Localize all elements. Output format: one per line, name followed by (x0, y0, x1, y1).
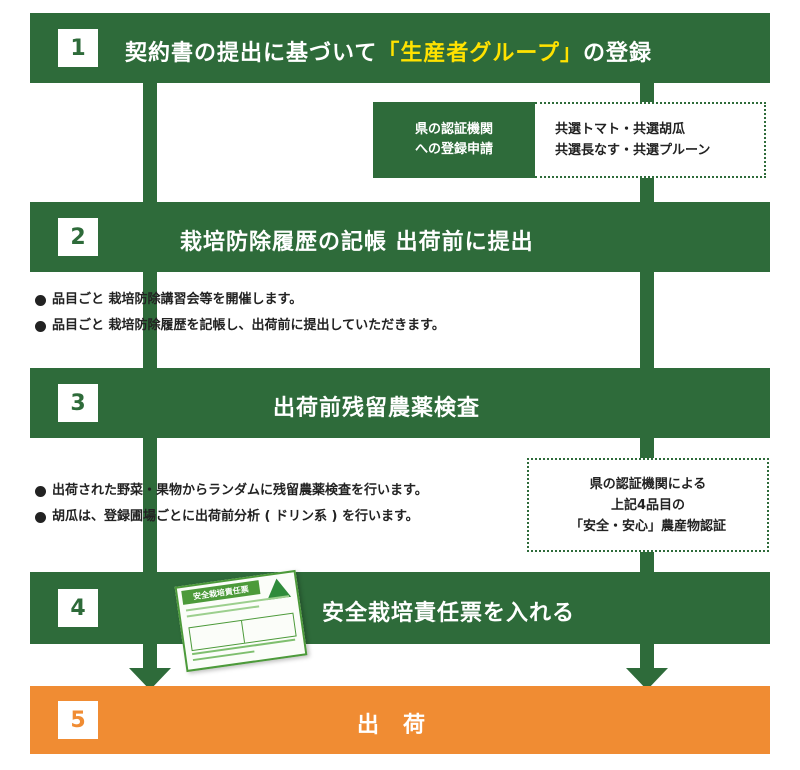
registration-box: 県の認証機関 への登録申請 共選トマト・共選胡瓜 共選長なす・共選プルーン (373, 102, 766, 178)
bullet-icon (35, 294, 46, 306)
list-item: 品目ごと 栽培防除講習会等を開催します。 (35, 290, 445, 310)
step-3-title: 出荷前残留農薬検査 (273, 396, 481, 421)
step-2-banner: 2 栽培防除履歴の記帳 出荷前に提出 (30, 202, 770, 272)
step-2-notes: 品目ごと 栽培防除講習会等を開催します。 品目ごと 栽培防除履歴を記帳し、出荷前… (35, 290, 445, 342)
registered-products: 共選トマト・共選胡瓜 共選長なす・共選プルーン (535, 102, 766, 178)
certification-box: 県の認証機関による 上記4品目の 「安全・安心」農産物認証 (527, 458, 769, 552)
step-number-1: 1 (58, 29, 98, 67)
step-4-banner: 4 安全栽培責任票を入れる (30, 572, 770, 644)
arrow-left (129, 668, 171, 690)
registration-application: 県の認証機関 への登録申請 (373, 102, 535, 178)
bullet-icon (35, 485, 46, 497)
step-1-title: 契約書の提出に基づいて「生産者グループ」の登録 (125, 41, 653, 66)
step-number-5: 5 (58, 701, 98, 739)
list-item: 出荷された野菜・果物からランダムに残留農薬検査を行います。 (35, 481, 428, 501)
bullet-icon (35, 320, 46, 332)
list-item: 胡瓜は、登録圃場ごとに出荷前分析 ( ドリン系 ) を行います。 (35, 507, 428, 527)
group-highlight: 「生産者グループ」 (377, 41, 584, 66)
list-item: 品目ごと 栽培防除履歴を記帳し、出荷前に提出していただきます。 (35, 316, 445, 336)
step-number-4: 4 (58, 589, 98, 627)
bullet-icon (35, 511, 46, 523)
step-5-banner: 5 出 荷 (30, 686, 770, 754)
step-number-2: 2 (58, 218, 98, 256)
step-3-notes: 出荷された野菜・果物からランダムに残留農薬検査を行います。 胡瓜は、登録圃場ごと… (35, 481, 428, 533)
step-number-3: 3 (58, 384, 98, 422)
responsibility-ticket-image: 安全栽培責任票 (174, 569, 308, 673)
step-1-banner: 1 契約書の提出に基づいて「生産者グループ」の登録 (30, 13, 770, 83)
step-2-title: 栽培防除履歴の記帳 出荷前に提出 (180, 230, 534, 255)
step-3-banner: 3 出荷前残留農薬検査 (30, 368, 770, 438)
arrow-right (626, 668, 668, 690)
step-5-title: 出 荷 (357, 713, 427, 738)
step-4-title: 安全栽培責任票を入れる (322, 601, 576, 626)
